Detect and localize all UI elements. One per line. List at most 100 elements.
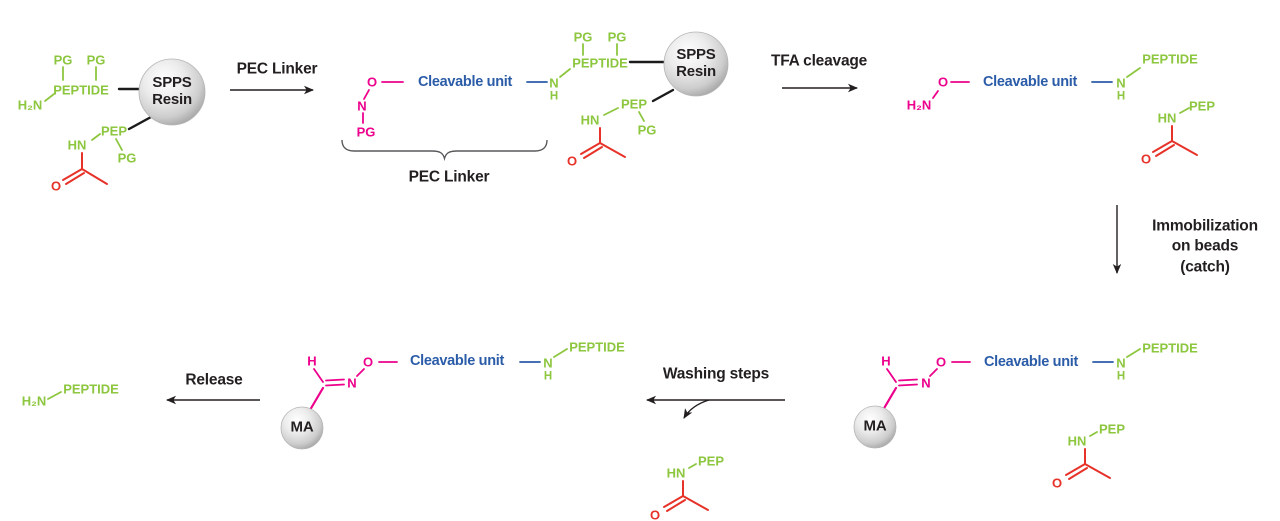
bond: [1155, 144, 1175, 157]
spps-resin-label: SPPS Resin: [152, 74, 192, 109]
peptide-label: PEPTIDE: [53, 82, 109, 98]
bond: [1084, 463, 1111, 479]
bond: [663, 495, 684, 508]
n-label: N: [1116, 75, 1126, 91]
o-label: O: [362, 354, 374, 370]
bond: [44, 93, 55, 102]
h-label: H: [1116, 370, 1126, 383]
pep-label: PEP: [697, 453, 725, 469]
hn-label: HN: [580, 112, 600, 128]
h-label: H: [549, 90, 559, 103]
h2n-label: H₂N: [21, 393, 47, 409]
spps-resin-label-line2: Resin: [152, 91, 192, 108]
structure-released-peptide: [47, 391, 62, 400]
bond: [1171, 140, 1198, 156]
bond: [583, 146, 603, 159]
carbonyl-o-label: O: [1051, 475, 1063, 491]
bond: [308, 386, 325, 412]
ma-bead-label: MA: [863, 417, 887, 435]
bond: [1068, 467, 1088, 480]
bond: [1179, 107, 1190, 114]
pec-linker-brace: [341, 139, 548, 162]
pg-label: PG: [86, 52, 106, 68]
spps-resin-label: SPPS Resin: [676, 46, 716, 81]
structure-resin-bound-peptide: [44, 58, 206, 185]
o-label: O: [935, 354, 947, 370]
bond: [62, 168, 83, 181]
structure-cleaved-peptide: [932, 67, 1198, 157]
spps-resin-bead: [663, 31, 729, 97]
h-label: H: [543, 370, 553, 383]
n-label: N: [357, 98, 367, 114]
bond: [1126, 348, 1141, 358]
cleavable-unit-label: Cleavable unit: [983, 353, 1079, 370]
n-label: N: [1116, 355, 1126, 371]
pg-label: PG: [607, 29, 627, 45]
h2n-label: H₂N: [906, 97, 932, 113]
bond: [688, 463, 697, 469]
bond: [553, 348, 568, 358]
carbonyl-o-label: O: [566, 153, 578, 169]
pep-label: PEP: [1098, 421, 1126, 437]
bond: [651, 88, 675, 103]
bond: [325, 378, 345, 382]
bond: [603, 107, 619, 116]
spps-resin-label-line1: SPPS: [676, 46, 716, 64]
bond: [65, 172, 85, 185]
carbonyl-o-label: O: [50, 178, 62, 194]
bond: [580, 142, 601, 155]
washing-discard-arrow: [683, 399, 710, 419]
bond: [1065, 463, 1086, 476]
bond: [898, 378, 918, 382]
ma-bead: [280, 406, 324, 450]
hn-label: HN: [1157, 110, 1177, 126]
bond: [356, 368, 365, 377]
immobilization-step-label: Immobilization on beads (catch): [1152, 216, 1258, 277]
pep-label: PEP: [620, 96, 648, 112]
o-label: O: [937, 74, 949, 90]
h-label: H: [307, 353, 317, 369]
ma-bead-label: MA: [290, 418, 314, 436]
bond: [638, 111, 645, 122]
cleavable-unit-label: Cleavable unit: [409, 352, 505, 369]
hn-label: HN: [1067, 433, 1087, 449]
spps-resin-bead: [138, 58, 206, 126]
bond: [325, 383, 345, 387]
cleavable-unit-label: Cleavable unit: [982, 73, 1078, 90]
pg-label: PG: [117, 150, 137, 166]
bond: [115, 138, 123, 151]
bond: [599, 142, 626, 158]
o-label: O: [366, 74, 378, 90]
bond: [886, 368, 897, 383]
bond: [127, 115, 153, 131]
release-step-label: Release: [185, 371, 243, 389]
structure-bead-caught-peptide: [853, 348, 1141, 480]
structure-pec-linker-conjugate: [341, 31, 729, 162]
bond: [81, 168, 108, 185]
bond: [682, 495, 709, 511]
bond: [1126, 67, 1141, 78]
structure-washed-conjugate: [280, 348, 568, 450]
bond: [313, 368, 324, 383]
bond: [932, 90, 939, 99]
carbonyl-o-label: O: [1140, 151, 1152, 167]
peptide-label: PEPTIDE: [1142, 51, 1198, 67]
spps-resin-label-line1: SPPS: [152, 74, 192, 92]
bond: [666, 499, 686, 512]
washing-arrow-group: [646, 395, 785, 419]
h-label: H: [1116, 90, 1126, 103]
pec-linker-brace-label: PEC Linker: [408, 168, 490, 186]
h-label: H: [881, 353, 891, 369]
cleavable-unit-label: Cleavable unit: [417, 73, 513, 90]
immobilization-line3: (catch): [1180, 258, 1230, 276]
pg-label: PG: [356, 124, 376, 140]
bond: [929, 368, 938, 377]
n-label: N: [543, 355, 553, 371]
n-label: N: [549, 75, 559, 91]
washed-byproduct: [663, 463, 709, 512]
hn-label: HN: [666, 465, 686, 481]
pep-label: PEP: [1188, 98, 1216, 114]
ma-bead: [853, 405, 897, 449]
pg-label: PG: [53, 52, 73, 68]
